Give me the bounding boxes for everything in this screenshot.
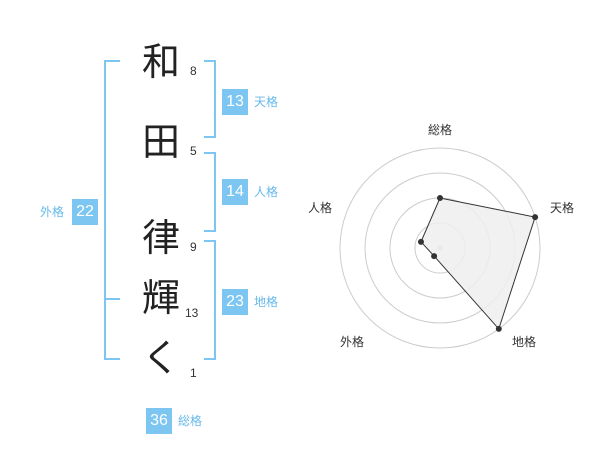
soukaku-value-badge: 36 bbox=[146, 408, 172, 434]
radar-axis-label-gaikaku: 外格 bbox=[339, 335, 364, 349]
name-char-3: 律 bbox=[141, 216, 180, 260]
radar-axis-label-soukaku: 総格 bbox=[427, 123, 452, 137]
tenkaku-label: 天格 bbox=[254, 95, 279, 109]
stroke-count-3: 9 bbox=[190, 240, 197, 254]
radar-grid-ring bbox=[339, 147, 541, 349]
name-char-2: 田 bbox=[141, 120, 180, 164]
tenkaku-value-badge: 13 bbox=[222, 89, 248, 115]
radar-point-5 bbox=[417, 238, 424, 245]
radar-point-3 bbox=[495, 325, 502, 332]
stroke-count-2: 5 bbox=[190, 144, 197, 158]
stroke-count-5: 1 bbox=[190, 366, 197, 380]
stroke-count-4: 13 bbox=[185, 306, 199, 320]
radar-value-polygon bbox=[420, 197, 536, 330]
stroke-count-1: 8 bbox=[190, 64, 197, 78]
radar-axis-label-chikaku: 地格 bbox=[511, 335, 536, 349]
name-char-1: 和 bbox=[141, 40, 180, 84]
name-char-4: 輝 bbox=[141, 276, 180, 320]
radar-point-4 bbox=[431, 253, 438, 260]
gaikaku-label: 外格 bbox=[40, 205, 65, 219]
gaikaku-value-badge: 22 bbox=[72, 199, 98, 225]
name-char-5: く bbox=[141, 336, 180, 380]
radar-axis-label-tenkaku: 天格 bbox=[549, 201, 574, 215]
radar-axis-label-jinkaku: 人格 bbox=[307, 201, 332, 215]
chikaku-label: 地格 bbox=[254, 295, 279, 309]
jinkaku-label: 人格 bbox=[254, 185, 279, 199]
chikaku-value-badge: 23 bbox=[222, 289, 248, 315]
soukaku-label: 総格 bbox=[178, 414, 203, 428]
radar-point-1 bbox=[437, 195, 443, 201]
jinkaku-value-badge: 14 bbox=[222, 179, 248, 205]
radar-point-2 bbox=[532, 214, 539, 221]
